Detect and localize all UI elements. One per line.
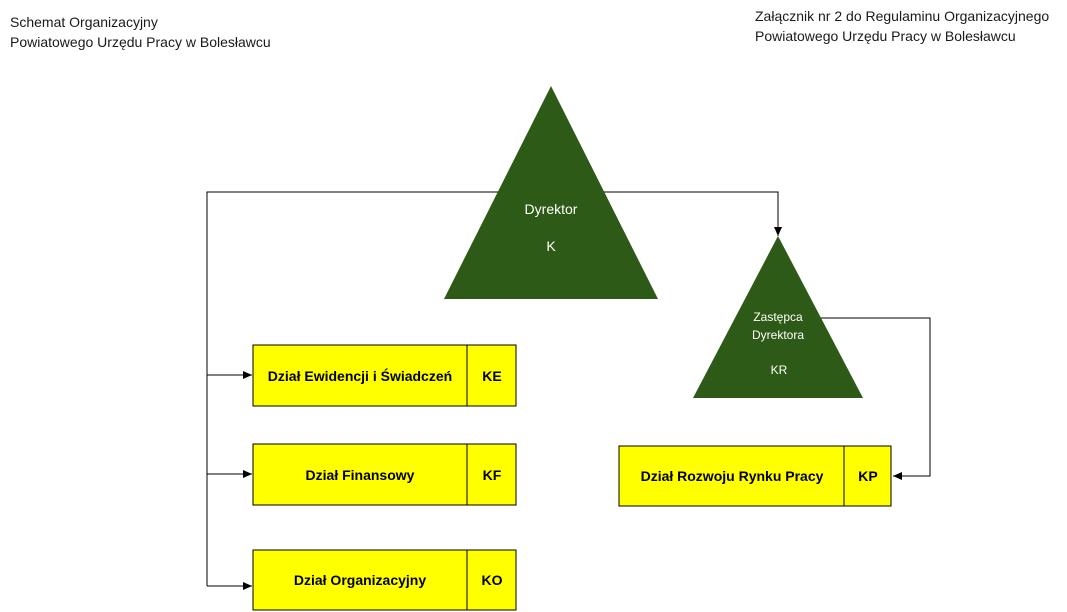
unit-kp: Dział Rozwoju Rynku Pracy KP <box>618 445 892 507</box>
header-right-line2: Powiatowego Urzędu Pracy w Bolesławcu <box>755 28 1016 44</box>
connector-director-deputy <box>597 191 782 236</box>
unit-ke-name: Dział Ewidencji i Świadczeń <box>268 367 452 384</box>
header-left-line2: Powiatowego Urzędu Pracy w Bolesławcu <box>10 34 271 50</box>
director-triangle <box>444 86 658 299</box>
unit-ke: Dział Ewidencji i Świadczeń KE <box>252 344 517 407</box>
header-left-line1: Schemat Organizacyjny <box>10 14 158 30</box>
unit-kf-name: Dział Finansowy <box>306 467 415 483</box>
unit-kf-code: KF <box>483 467 502 483</box>
header-left: Schemat Organizacyjny Powiatowego Urzędu… <box>10 12 271 52</box>
unit-ko: Dział Organizacyjny KO <box>252 549 517 611</box>
director-code: K <box>546 238 556 254</box>
unit-ke-box <box>252 344 517 407</box>
unit-ke-code: KE <box>482 368 501 384</box>
unit-kp-name: Dział Rozwoju Rynku Pracy <box>641 468 824 484</box>
deputy-node: Zastępca Dyrektora KR <box>693 236 863 398</box>
header-right: Załącznik nr 2 do Regulaminu Organizacyj… <box>755 6 1049 46</box>
deputy-code: KR <box>771 363 788 377</box>
connectors <box>206 191 931 590</box>
deputy-title-line2: Dyrektora <box>752 328 804 342</box>
connector-director-left <box>206 191 502 586</box>
unit-kf: Dział Finansowy KF <box>252 443 517 506</box>
header-right-line1: Załącznik nr 2 do Regulaminu Organizacyj… <box>755 8 1050 24</box>
deputy-title-line1: Zastępca <box>753 310 803 324</box>
unit-kp-box <box>618 445 892 507</box>
unit-kf-box <box>252 443 517 506</box>
unit-ko-name: Dział Organizacyjny <box>294 572 426 588</box>
unit-ko-box <box>252 549 517 611</box>
unit-kp-code: KP <box>858 468 877 484</box>
director-title: Dyrektor <box>525 201 578 217</box>
connector-deputy-kp <box>820 317 931 480</box>
unit-ko-code: KO <box>482 572 503 588</box>
deputy-triangle <box>693 236 863 398</box>
director-node: Dyrektor K <box>444 86 658 299</box>
